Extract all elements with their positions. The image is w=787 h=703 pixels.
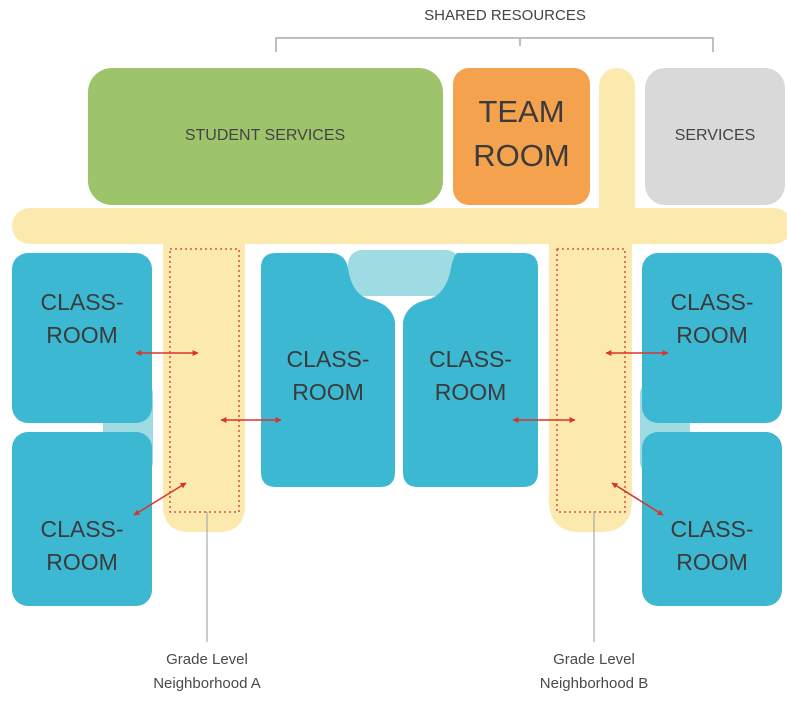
student-services-label: STUDENT SERVICES bbox=[184, 127, 346, 144]
neighborhood-outline bbox=[169, 248, 626, 513]
services-label: SERVICES bbox=[674, 127, 756, 144]
classroom-label-center-right: CLASS- ROOM bbox=[403, 343, 538, 409]
classroom-left-top bbox=[12, 253, 152, 423]
classroom-label-line1: CLASS- bbox=[286, 346, 370, 372]
classroom-label-line2: ROOM bbox=[46, 322, 118, 348]
corridor bbox=[12, 68, 787, 532]
classroom-center-left bbox=[261, 253, 395, 487]
classroom-label-left-bottom: CLASS- ROOM bbox=[12, 513, 152, 579]
classroom-label-left-top: CLASS- ROOM bbox=[12, 286, 152, 352]
team-room-label: TEAM ROOM bbox=[453, 90, 590, 178]
classroom-label-line2: ROOM bbox=[434, 379, 507, 405]
neighborhood-b-label-line1: Grade Level bbox=[553, 651, 635, 668]
classroom-right-top bbox=[642, 253, 782, 423]
classroom-right-bottom bbox=[642, 432, 782, 606]
classroom-label-line2: ROOM bbox=[46, 549, 118, 575]
team-room-block bbox=[453, 68, 590, 205]
neighborhood-a-label-line1: Grade Level bbox=[166, 651, 248, 668]
classroom-label-line1: CLASS- bbox=[40, 289, 124, 315]
classroom-label-line1: CLASS- bbox=[670, 289, 754, 315]
services-block bbox=[645, 68, 785, 205]
classroom-center-right bbox=[403, 253, 538, 487]
team-room-label-line1: TEAM bbox=[478, 94, 565, 129]
classroom-label-line2: ROOM bbox=[676, 322, 748, 348]
classroom-blocks bbox=[12, 253, 782, 606]
classroom-label-line1: CLASS- bbox=[670, 516, 754, 542]
team-room-label-line2: ROOM bbox=[473, 138, 570, 173]
neighborhood-a-label: Grade Level Neighborhood A bbox=[112, 648, 302, 696]
neighborhood-a-label-line2: Neighborhood A bbox=[153, 675, 261, 692]
classroom-label-line1: CLASS- bbox=[428, 346, 513, 372]
classroom-label-center-left: CLASS- ROOM bbox=[261, 343, 395, 409]
classroom-left-bottom bbox=[12, 432, 152, 606]
neighborhood-b-label: Grade Level Neighborhood B bbox=[499, 648, 689, 696]
classroom-label-line2: ROOM bbox=[676, 549, 748, 575]
classroom-label-line1: CLASS- bbox=[40, 516, 124, 542]
connection-arrows bbox=[133, 350, 669, 516]
neighborhood-b-label-line2: Neighborhood B bbox=[539, 675, 649, 692]
student-services-block bbox=[88, 68, 443, 205]
shared-resources-label: SHARED RESOURCES bbox=[424, 7, 586, 24]
classroom-label-right-bottom: CLASS- ROOM bbox=[642, 513, 782, 579]
shared-resources-bracket bbox=[275, 37, 714, 52]
classroom-label-right-top: CLASS- ROOM bbox=[642, 286, 782, 352]
classroom-label-line2: ROOM bbox=[292, 379, 364, 405]
neighborhood-leader-lines bbox=[206, 512, 595, 642]
